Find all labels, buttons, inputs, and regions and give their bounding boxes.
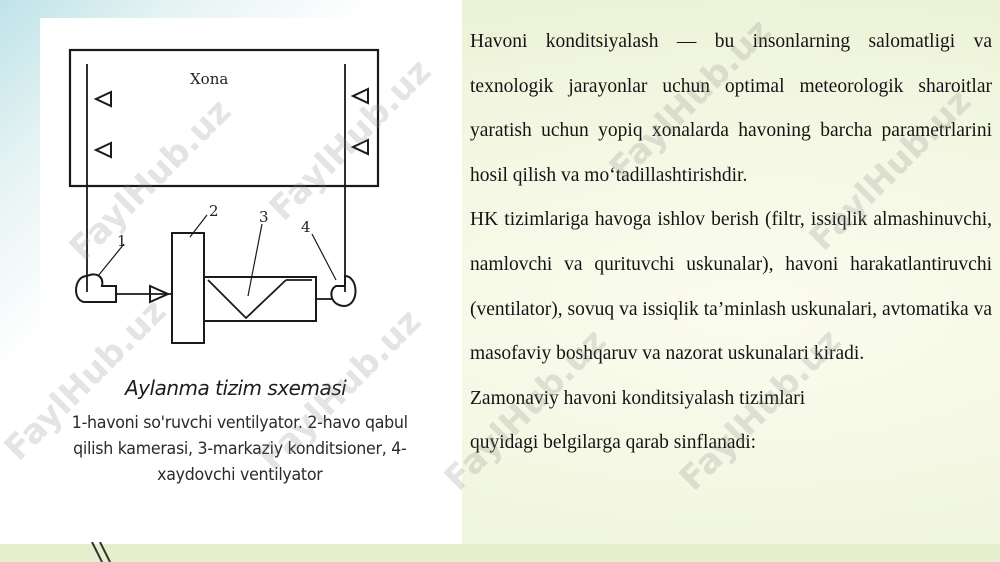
paragraph-definition: Havoni konditsiyalash — bu insonlarning … (470, 31, 992, 186)
intake-chamber-2 (171, 232, 205, 344)
leader-line-3 (247, 223, 263, 297)
decorative-slash-marks (91, 542, 111, 562)
suction-fan-1 (75, 273, 117, 303)
paragraph-classification-line-2: quyidagi belgilarga qarab sinflanadi: (470, 432, 757, 454)
left-arrow-icon (93, 141, 112, 159)
paragraph-components: HK tizimlariga havoga ishlov berish (fil… (470, 209, 992, 365)
left-arrow-icon (350, 138, 369, 156)
right-arrow-icon (149, 284, 171, 304)
leader-line-4 (311, 233, 337, 281)
diagram-panel: Xona 1 2 3 4 (0, 0, 462, 544)
bottom-strip (0, 544, 1000, 562)
label-number-4: 4 (301, 218, 311, 236)
diagram-caption-title: Aylanma tizim sxemasi (125, 376, 347, 400)
label-number-3: 3 (259, 208, 269, 226)
left-arrow-icon (350, 87, 369, 105)
left-arrow-icon (93, 90, 112, 108)
room-box (68, 48, 380, 188)
supply-fan-4 (330, 274, 357, 308)
slide-body-text: Havoni konditsiyalash — bu insonlarning … (470, 20, 992, 466)
label-number-2: 2 (209, 202, 219, 220)
central-conditioner-3 (203, 276, 317, 322)
room-label: Xona (190, 70, 228, 88)
paragraph-classification-line-1: Zamonaviy havoni konditsiyalash tizimlar… (470, 387, 806, 409)
diagram-caption-text: 1-havoni so'ruvchi ventilyator. 2-havo q… (71, 413, 408, 484)
label-number-1: 1 (117, 232, 127, 250)
leader-line-2 (189, 214, 208, 238)
circulation-scheme-diagram: Xona 1 2 3 4 (68, 48, 380, 344)
leader-line-1 (97, 243, 125, 277)
